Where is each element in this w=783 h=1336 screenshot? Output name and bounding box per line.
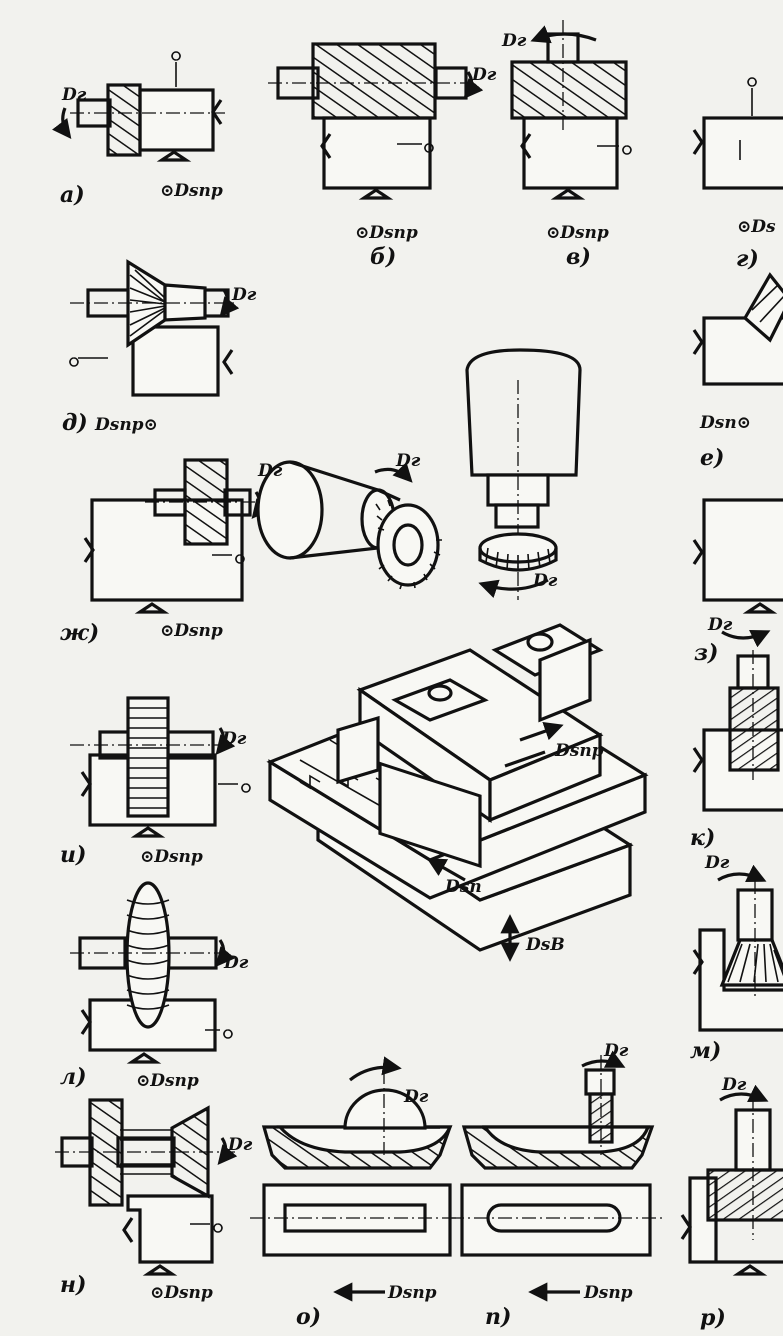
svg-text:⊙Dsnp: ⊙Dsnp <box>160 181 223 201</box>
svg-text:Dsnp⊙: Dsnp⊙ <box>94 415 158 435</box>
svg-text:ж): ж) <box>60 620 99 646</box>
svg-text:Dг: Dг <box>707 615 733 635</box>
panel-o: Dг Dsnp о) <box>250 1056 462 1330</box>
svg-text:е): е) <box>700 445 724 471</box>
panel-e: Dsn⊙ е) <box>692 272 783 471</box>
svg-text:б): б) <box>370 244 396 270</box>
svg-text:⊙Dsnp: ⊙Dsnp <box>355 223 418 243</box>
svg-text:Dг: Dг <box>257 461 283 481</box>
panel-p: Dг Dsnp п) <box>450 1041 662 1330</box>
svg-text:о): о) <box>296 1304 321 1330</box>
panel-l: Dг ⊙Dsnp л) <box>60 881 249 1091</box>
svg-text:⊙Dsnp: ⊙Dsnp <box>136 1071 199 1091</box>
svg-text:Dг: Dг <box>501 31 527 51</box>
svg-text:⊙Ds: ⊙Ds <box>737 217 776 237</box>
svg-text:Dsnp: Dsnp <box>583 1283 633 1303</box>
svg-text:и): и) <box>60 842 86 868</box>
svg-text:Dsnp: Dsnp <box>554 741 604 761</box>
svg-text:Dг: Dг <box>532 571 558 591</box>
svg-text:к): к) <box>690 825 715 851</box>
svg-text:Dг: Dг <box>221 729 247 749</box>
svg-text:DsB: DsB <box>525 935 565 955</box>
svg-text:Dг: Dг <box>471 65 497 85</box>
panel-v: Dг ⊙Dsnp в) <box>501 20 632 270</box>
svg-text:д): д) <box>62 410 88 436</box>
svg-text:Dг: Dг <box>231 285 257 305</box>
panel-n: Dг ⊙Dsnp н) <box>55 1098 253 1303</box>
svg-text:Dг: Dг <box>223 953 249 973</box>
panel-i: Dг ⊙Dsnp и) <box>60 696 251 868</box>
panel-b: Dг ⊙Dsnp б) <box>268 42 497 270</box>
svg-text:н): н) <box>60 1272 86 1298</box>
svg-text:⊙Dsnp: ⊙Dsnp <box>140 847 203 867</box>
svg-text:Dг: Dг <box>704 853 730 873</box>
svg-text:⊙Dsnp: ⊙Dsnp <box>546 223 609 243</box>
svg-text:Dsn⊙: Dsn⊙ <box>699 413 751 433</box>
panel-center: Dг Dsnp Dsn DsB <box>266 348 649 962</box>
svg-text:Dг: Dг <box>603 1041 629 1061</box>
svg-text:з): з) <box>694 640 718 666</box>
svg-text:⊙Dsnp: ⊙Dsnp <box>150 1283 213 1303</box>
svg-text:м): м) <box>690 1038 721 1064</box>
panel-r: Dг р) <box>680 1075 783 1331</box>
svg-text:Dг: Dг <box>227 1135 253 1155</box>
svg-text:л): л) <box>60 1064 87 1090</box>
svg-text:⊙Dsnp: ⊙Dsnp <box>160 621 223 641</box>
svg-text:Dг: Dг <box>721 1075 747 1095</box>
panel-a: Dг ⊙Dsnp а) <box>52 51 225 208</box>
svg-text:Dsn: Dsn <box>444 877 482 897</box>
svg-text:п): п) <box>485 1304 511 1330</box>
panel-m: Dг м) <box>690 853 783 1064</box>
svg-text:Dг: Dг <box>395 451 421 471</box>
svg-text:а): а) <box>60 182 85 208</box>
panel-d: Dг Dsnp⊙ д) <box>62 259 257 436</box>
panel-zh: Dг Dг ⊙Dsnp ж) <box>60 451 442 646</box>
panel-k: к) <box>690 650 783 851</box>
panel-z: Dг з) <box>692 498 783 666</box>
svg-text:Dг: Dг <box>403 1087 429 1107</box>
svg-text:в): в) <box>566 244 591 270</box>
svg-text:Dг: Dг <box>61 85 87 105</box>
panel-g: ⊙Ds г) <box>692 77 783 272</box>
svg-text:Dsnp: Dsnp <box>387 1283 437 1303</box>
svg-text:р): р) <box>700 1305 726 1331</box>
svg-text:г): г) <box>736 246 759 272</box>
